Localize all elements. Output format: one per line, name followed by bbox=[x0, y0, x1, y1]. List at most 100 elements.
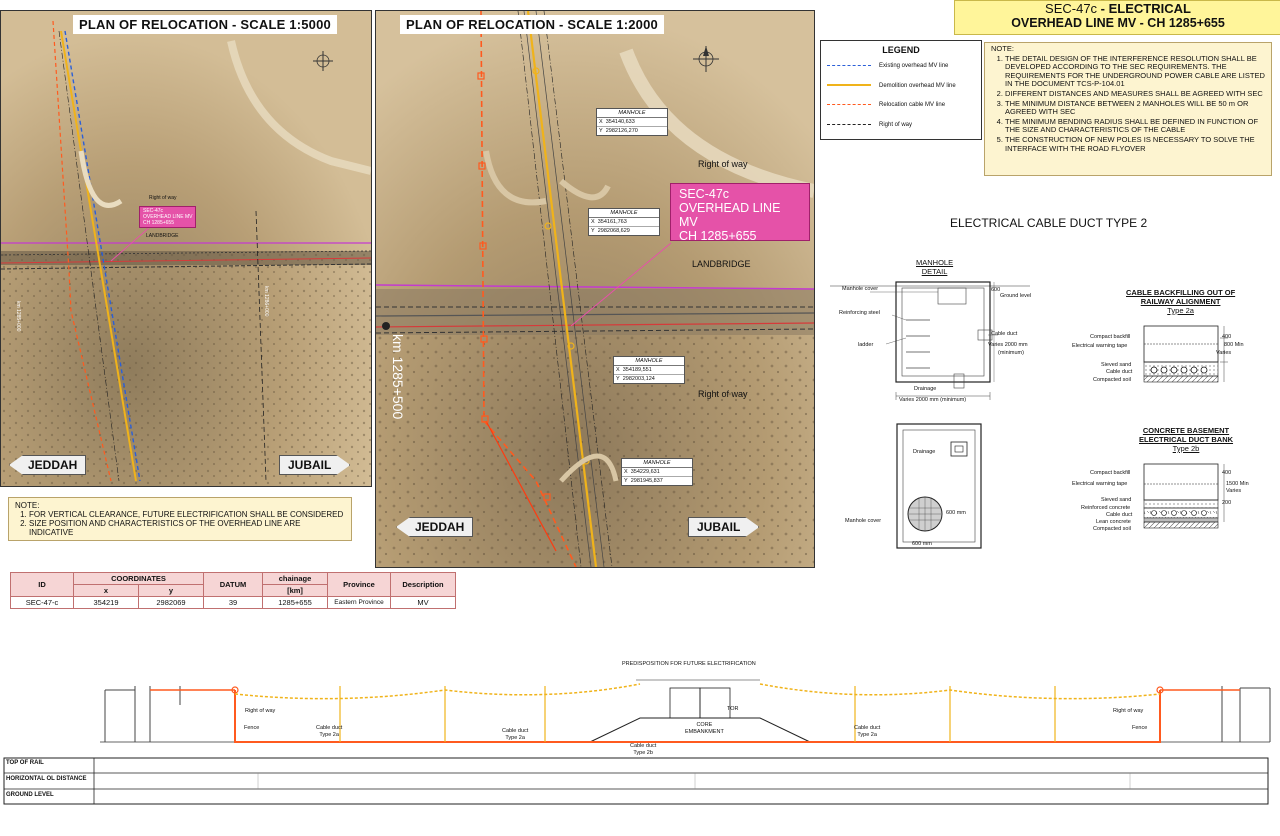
type2b-layer-2: Electrical warning tape bbox=[1072, 481, 1128, 487]
profile-row-left: Right of way bbox=[245, 708, 276, 714]
legend-label: Demolition overhead MV line bbox=[879, 83, 956, 89]
manhole-box-1[interactable]: MANHOLE X 354140,633 Y 2982126,270 bbox=[596, 108, 668, 136]
md-varies-bottom: Varies 2000 mm (minimum) bbox=[899, 397, 967, 403]
manhole-y-value: 2981945,837 bbox=[630, 478, 663, 484]
map-left-title: PLAN OF RELOCATION - SCALE 1:5000 bbox=[73, 15, 337, 34]
type2b-drawing bbox=[1143, 463, 1225, 529]
notes-panel-left: NOTE: FOR VERTICAL CLEARANCE, FUTURE ELE… bbox=[8, 497, 352, 541]
cell-y: 2982069 bbox=[138, 596, 204, 609]
type2b-layer-4: Reinforced concrete bbox=[1081, 505, 1131, 511]
manhole-y: Y 2981945,837 bbox=[624, 478, 663, 484]
md-ground-level: Ground level bbox=[1000, 293, 1032, 299]
cell-x: 354219 bbox=[73, 596, 139, 609]
profile-tor: TOR bbox=[727, 706, 739, 712]
aerial-map-left bbox=[1, 11, 371, 486]
th-x: x bbox=[73, 584, 139, 597]
manhole-x-value: 354229,631 bbox=[630, 469, 660, 475]
manhole-y-value: 2982003,124 bbox=[622, 376, 655, 382]
mp-dim-side: 600 mm bbox=[946, 510, 966, 516]
map-left-sec-line1: SEC-47c bbox=[143, 208, 164, 214]
notes-title: NOTE: bbox=[991, 44, 1014, 53]
table-row: SEC-47-c 354219 2982069 39 1285+655 East… bbox=[10, 596, 456, 609]
type2a-dim-3: Varies bbox=[1216, 350, 1232, 356]
note-item: THE CONSTRUCTION OF NEW POLES IS NECESSA… bbox=[1005, 135, 1265, 153]
manhole-box-2[interactable]: MANHOLE X 354161,763 Y 2982068,629 bbox=[588, 208, 660, 236]
manhole-title: MANHOLE bbox=[622, 459, 692, 468]
duct-type: Type 2a bbox=[857, 732, 877, 738]
manhole-title: MANHOLE bbox=[614, 357, 684, 366]
manhole-y: Y 2982003,124 bbox=[616, 376, 655, 382]
manhole-x-value: 354189,551 bbox=[622, 367, 652, 373]
md-drainage: Drainage bbox=[914, 386, 937, 392]
note-item: DIFFERENT DISTANCES AND MEASURES SHALL B… bbox=[1005, 89, 1265, 99]
th-description: Description bbox=[390, 572, 456, 597]
coordinates-table: ID COORDINATES DATUM chainage Province D… bbox=[10, 572, 456, 609]
manhole-x: X 354140,633 bbox=[597, 118, 667, 127]
th-id: ID bbox=[10, 572, 74, 597]
map-left-jubail-arrow: JUBAIL bbox=[279, 455, 350, 475]
legend-title: LEGEND bbox=[882, 45, 920, 55]
note-item: SIZE POSITION AND CHARACTERISTICS OF THE… bbox=[29, 519, 345, 537]
drawing-discipline: - ELECTRICAL bbox=[1097, 1, 1191, 16]
profile-row-top-of-rail: TOP OF RAIL bbox=[6, 760, 44, 766]
profile-top-label: PREDISPOSITION FOR FUTURE ELECTRIFICATIO… bbox=[622, 661, 756, 667]
th-datum: DATUM bbox=[203, 572, 263, 597]
legend-label: Right of way bbox=[879, 122, 913, 128]
profile-row-right: Right of way bbox=[1113, 708, 1144, 714]
cell-chainage: 1285+655 bbox=[262, 596, 328, 609]
legend-item-existing: Existing overhead MV line bbox=[827, 63, 948, 69]
legend-item-relocation: Relocation cable MV line bbox=[827, 102, 945, 108]
map-left-sec-label: SEC-47c OVERHEAD LINE MV CH 1285+655 bbox=[139, 206, 197, 228]
manhole-box-4[interactable]: MANHOLE X 354229,631 Y 2981945,837 bbox=[621, 458, 693, 486]
notes-title: NOTE: bbox=[15, 501, 40, 510]
cell-datum: 39 bbox=[203, 596, 263, 609]
mp-dim-bottom: 600 mm bbox=[912, 541, 932, 547]
duct-label: Cable duct bbox=[502, 728, 529, 734]
th-chainage-unit: [km] bbox=[262, 584, 328, 597]
manhole-plan-drawing bbox=[896, 423, 982, 549]
legend: LEGEND Existing overhead MV line Demolit… bbox=[820, 40, 982, 140]
map-right-jeddah-arrow: JEDDAH bbox=[396, 517, 474, 537]
manhole-x: X 354229,631 bbox=[622, 468, 692, 477]
aerial-map-right bbox=[376, 11, 814, 567]
plan-map-1-2000[interactable]: PLAN OF RELOCATION - SCALE 1:2000 MANHOL… bbox=[375, 10, 815, 568]
th-chainage: chainage bbox=[262, 572, 328, 585]
manhole-box-3[interactable]: MANHOLE X 354189,551 Y 2982003,124 bbox=[613, 356, 685, 384]
type2b-dim-2: 1500 Min bbox=[1226, 481, 1249, 487]
cell-description: MV bbox=[390, 596, 456, 609]
type2a-dim-2: 800 Min bbox=[1224, 342, 1244, 348]
md-cable-duct: Cable duct bbox=[991, 331, 1018, 337]
type2a-title-2: RAILWAY ALIGNMENT bbox=[1140, 297, 1221, 306]
type2a-layer-2: Electrical warning tape bbox=[1072, 343, 1128, 349]
map-left-km-label: km 1285+000 bbox=[15, 301, 21, 332]
map-right-right-of-way-2: Right of way bbox=[698, 389, 748, 399]
manhole-title: MANHOLE bbox=[597, 109, 667, 118]
manhole-x-value: 354140,633 bbox=[605, 119, 635, 125]
map-left-sec-line2: OVERHEAD LINE MV bbox=[143, 214, 193, 220]
type2a-drawing bbox=[1143, 325, 1228, 383]
cell-id: SEC-47-c bbox=[10, 596, 74, 609]
map-right-landbridge: LANDBRIDGE bbox=[692, 259, 751, 269]
cross-section-profile bbox=[3, 679, 1271, 805]
type2b-dim-4: 200 bbox=[1222, 500, 1232, 506]
type2b-layer-1: Compact backfill bbox=[1090, 470, 1131, 476]
plan-map-1-5000[interactable]: PLAN OF RELOCATION - SCALE 1:5000 Right … bbox=[0, 10, 372, 487]
profile-fence-right: Fence bbox=[1132, 725, 1148, 731]
manhole-y-value: 2982068,629 bbox=[597, 228, 630, 234]
note-item: THE MINIMUM DISTANCE BETWEEN 2 MANHOLES … bbox=[1005, 99, 1265, 117]
type2b-subtitle: Type 2b bbox=[1172, 444, 1200, 453]
type2b-layer-7: Compacted soil bbox=[1093, 526, 1131, 532]
map-left-km-label-2: km 1286+000 bbox=[263, 286, 269, 317]
profile-fence-left: Fence bbox=[244, 725, 260, 731]
map-left-landbridge: LANDBRIDGE bbox=[146, 233, 179, 239]
legend-label: Relocation cable MV line bbox=[879, 102, 946, 108]
drawing-subtitle: OVERHEAD LINE MV - CH 1285+655 bbox=[1011, 16, 1225, 30]
manhole-y-value: 2982126,270 bbox=[605, 128, 638, 134]
duct-type: Type 2b bbox=[633, 750, 653, 756]
md-varies: Varies 2000 mm bbox=[988, 342, 1028, 348]
map-right-title: PLAN OF RELOCATION - SCALE 1:2000 bbox=[400, 15, 664, 34]
type2b-title-1: CONCRETE BASEMENT bbox=[1142, 426, 1230, 435]
manhole-section-drawing bbox=[830, 281, 1030, 400]
